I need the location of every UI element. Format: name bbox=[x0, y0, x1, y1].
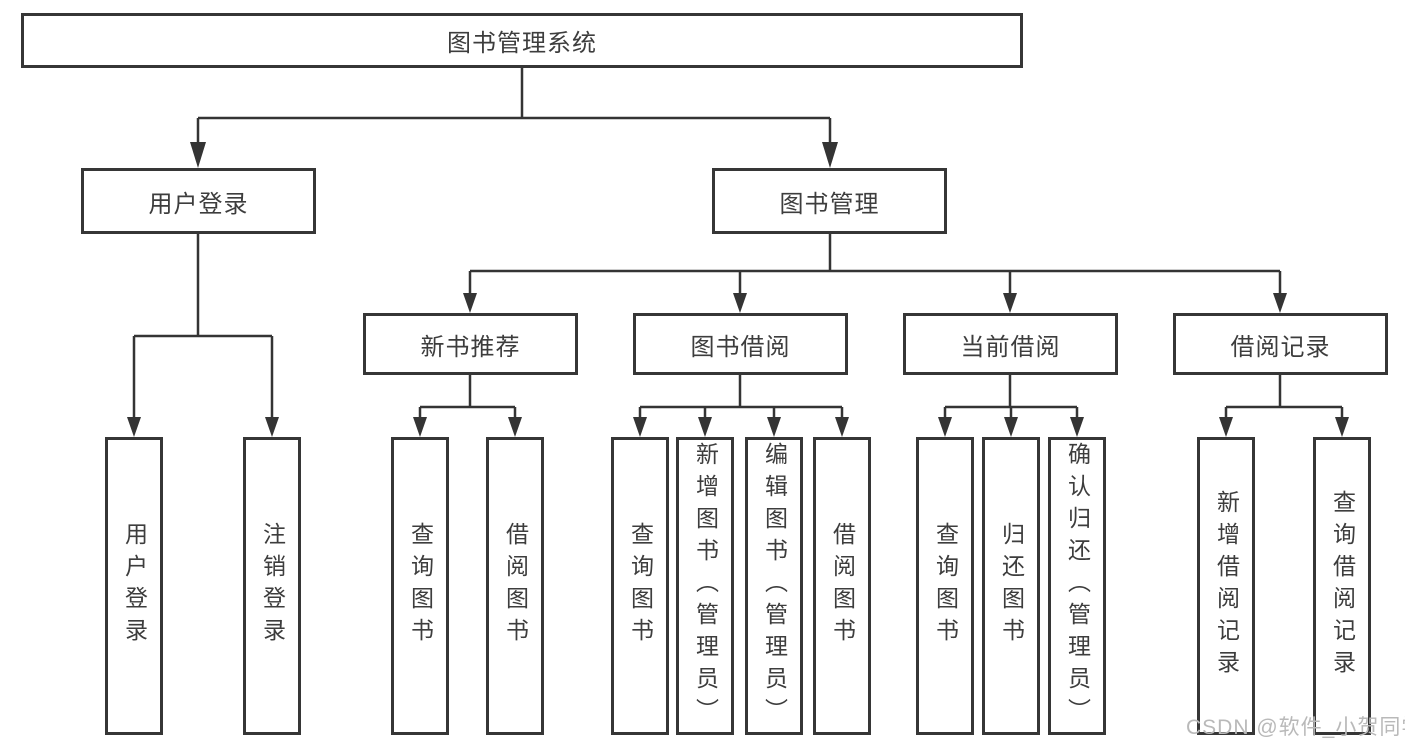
node-book-management-module: 图书管理 bbox=[712, 168, 947, 234]
node-book-borrowing: 图书借阅 bbox=[633, 313, 848, 375]
leaf-borrow-books-recommend: 借阅图书 bbox=[486, 437, 544, 735]
node-library-management-system: 图书管理系统 bbox=[21, 13, 1023, 68]
leaf-confirm-return-admin: 确认归还（管理员） bbox=[1048, 437, 1106, 735]
leaf-borrow-books-borrowing: 借阅图书 bbox=[813, 437, 871, 735]
node-new-book-recommend: 新书推荐 bbox=[363, 313, 578, 375]
leaf-query-books-borrowing: 查询图书 bbox=[611, 437, 669, 735]
leaf-user-login: 用户登录 bbox=[105, 437, 163, 735]
csdn-watermark: CSDN @软件_小贺同学 bbox=[1186, 716, 1405, 739]
node-current-borrowing: 当前借阅 bbox=[903, 313, 1118, 375]
node-borrowing-records: 借阅记录 bbox=[1173, 313, 1388, 375]
leaf-query-books-recommend: 查询图书 bbox=[391, 437, 449, 735]
leaf-edit-books-admin: 编辑图书（管理员） bbox=[745, 437, 803, 735]
leaf-add-borrow-record: 新增借阅记录 bbox=[1197, 437, 1255, 735]
leaf-query-books-current: 查询图书 bbox=[916, 437, 974, 735]
leaf-logout: 注销登录 bbox=[243, 437, 301, 735]
node-user-login-module: 用户登录 bbox=[81, 168, 316, 234]
leaf-return-books: 归还图书 bbox=[982, 437, 1040, 735]
leaf-query-borrow-record: 查询借阅记录 bbox=[1313, 437, 1371, 735]
leaf-add-books-admin: 新增图书（管理员） bbox=[676, 437, 734, 735]
